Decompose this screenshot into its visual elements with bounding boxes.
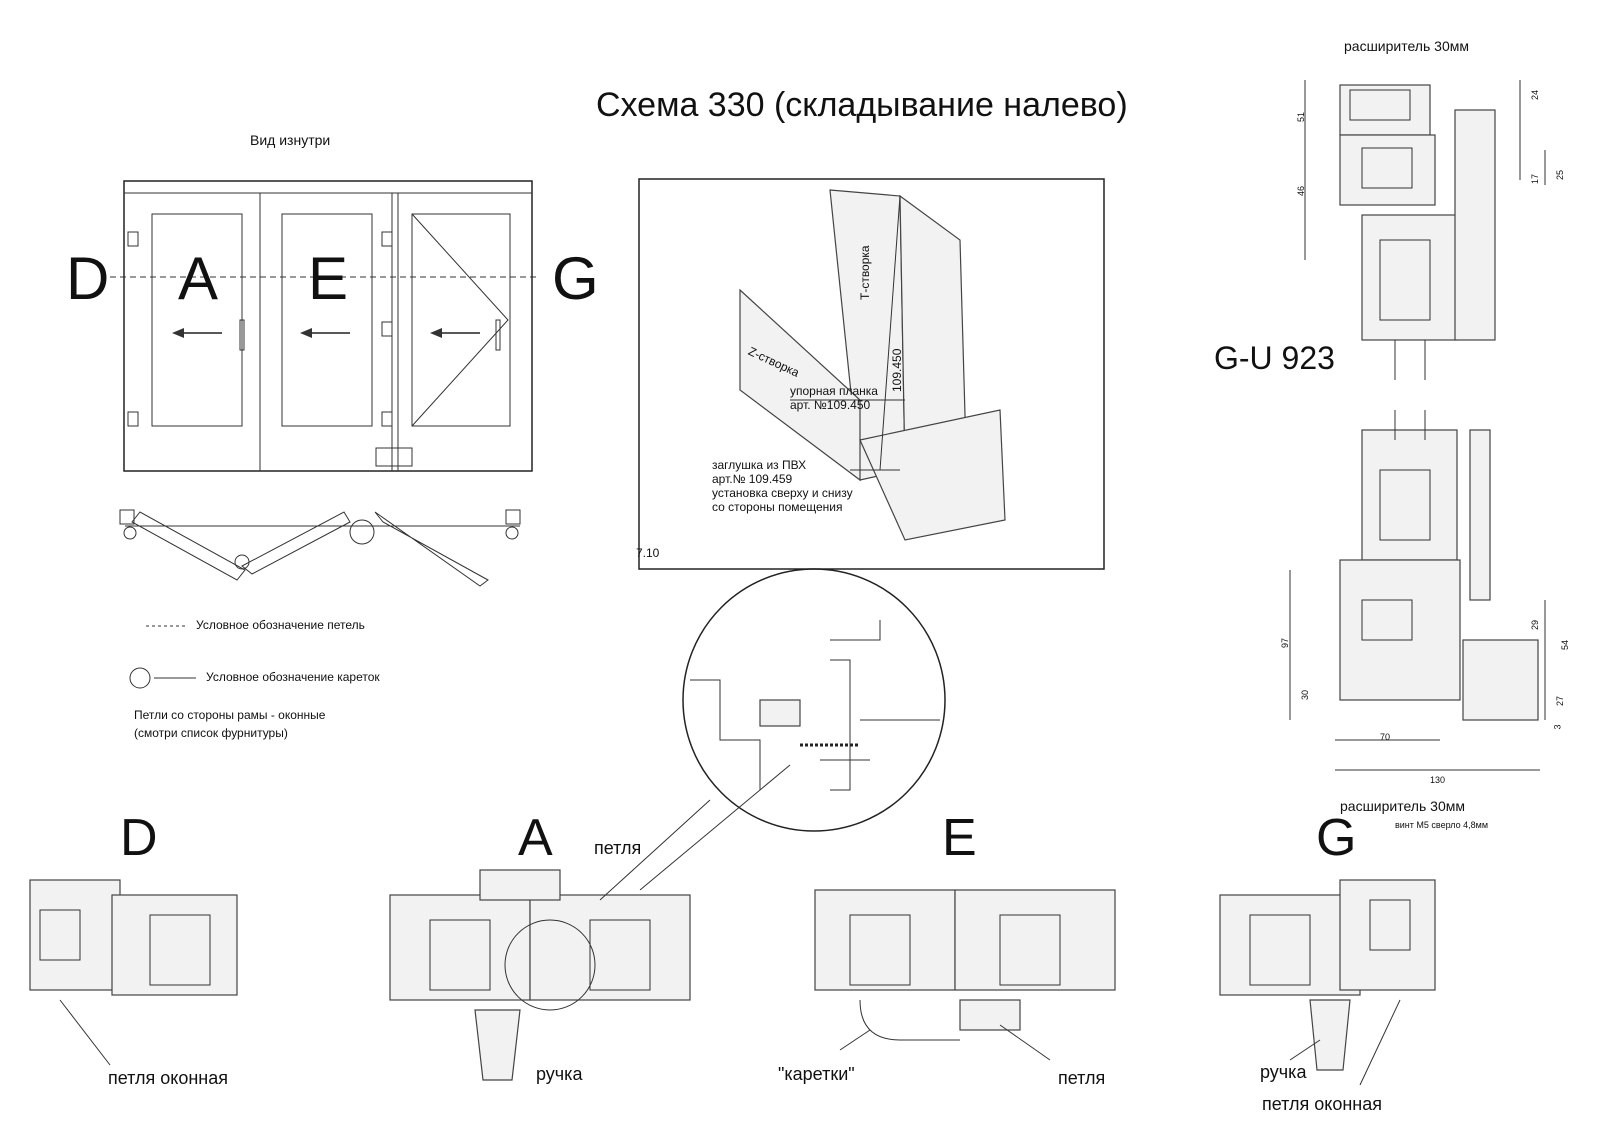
- label-handle-a: ручка: [536, 1064, 583, 1084]
- dim-bottom-70: 70: [1380, 732, 1391, 742]
- section-d-drawing: [29, 879, 238, 1066]
- dim-top-46: 46: [1296, 185, 1307, 197]
- panel-letter-a: A: [178, 245, 219, 312]
- panel-letter-e: E: [308, 245, 349, 312]
- section-letter-d: D: [120, 809, 158, 867]
- view-label: Вид изнутри: [250, 132, 331, 148]
- section-letter-g: G: [1316, 809, 1357, 867]
- detail-cap-line3: установка сверху и снизу: [712, 486, 853, 500]
- dim-bottom-130: 130: [1430, 775, 1446, 785]
- extender-bottom-label: расширитель 30мм: [1340, 798, 1465, 814]
- dim-top-51: 51: [1296, 111, 1307, 123]
- magnifier-detail: [682, 568, 946, 832]
- legend-note-line1: Петли со стороны рамы - оконные: [134, 708, 326, 722]
- detail-cap-line1: заглушка из ПВХ: [712, 458, 807, 472]
- panel-letter-d: D: [66, 245, 110, 312]
- detail-cap-line2: арт.№ 109.459: [712, 472, 793, 486]
- folding-plan: [119, 509, 521, 587]
- front-elevation: [110, 180, 540, 472]
- label-handle-g: ручка: [1260, 1062, 1307, 1082]
- dim-top-24: 24: [1530, 89, 1541, 101]
- system-label: G-U 923: [1214, 340, 1335, 376]
- legend-hinges: Условное обозначение петель: [196, 618, 365, 632]
- section-letter-e: E: [942, 809, 977, 867]
- detail-stop-bar-line2: арт. №109.450: [790, 398, 871, 412]
- dim-bottom-30: 30: [1300, 689, 1311, 701]
- dim-top-25: 25: [1555, 169, 1566, 181]
- dim-bottom-3: 3: [1552, 724, 1563, 730]
- detail-3d: [638, 178, 1105, 570]
- panel-letter-g: G: [552, 245, 599, 312]
- detail-t-sash: Т-створка: [858, 245, 872, 300]
- detail-stop-bar-line1: упорная планка: [790, 384, 878, 398]
- label-hinge-e: петля: [1058, 1068, 1106, 1088]
- detail-figure-number: 7.10: [636, 546, 660, 560]
- page-title: Схема 330 (складывание налево): [596, 86, 1128, 124]
- detail-article-vertical: 109.450: [890, 348, 904, 392]
- dim-bottom-54: 54: [1560, 639, 1571, 651]
- detail-cap-line4: со стороны помещения: [712, 500, 843, 514]
- label-hinge-a: петля: [594, 838, 642, 858]
- dim-top-17: 17: [1530, 173, 1541, 185]
- legend-symbols: [129, 625, 196, 689]
- dim-bottom-27: 27: [1555, 695, 1566, 707]
- legend-carriages: Условное обозначение кареток: [206, 670, 380, 684]
- profile-bottom-right: [1289, 410, 1546, 771]
- label-hinge-window-g: петля оконная: [1262, 1094, 1382, 1114]
- dim-bottom-97: 97: [1280, 637, 1291, 649]
- section-e-drawing: [814, 889, 1116, 1061]
- screw-note: винт М5 сверло 4,8мм: [1395, 820, 1489, 830]
- label-hinge-window-d: петля оконная: [108, 1068, 228, 1088]
- label-carriages-e: "каретки": [778, 1064, 855, 1084]
- legend-note-line2: (смотри список фурнитуры): [134, 726, 288, 740]
- dim-bottom-29: 29: [1530, 619, 1541, 631]
- extender-top-label: расширитель 30мм: [1344, 38, 1469, 54]
- section-g-drawing: [1219, 879, 1436, 1086]
- section-letter-a: A: [518, 809, 553, 867]
- section-a-drawing: [389, 764, 791, 1081]
- profile-top-right: [1304, 80, 1546, 380]
